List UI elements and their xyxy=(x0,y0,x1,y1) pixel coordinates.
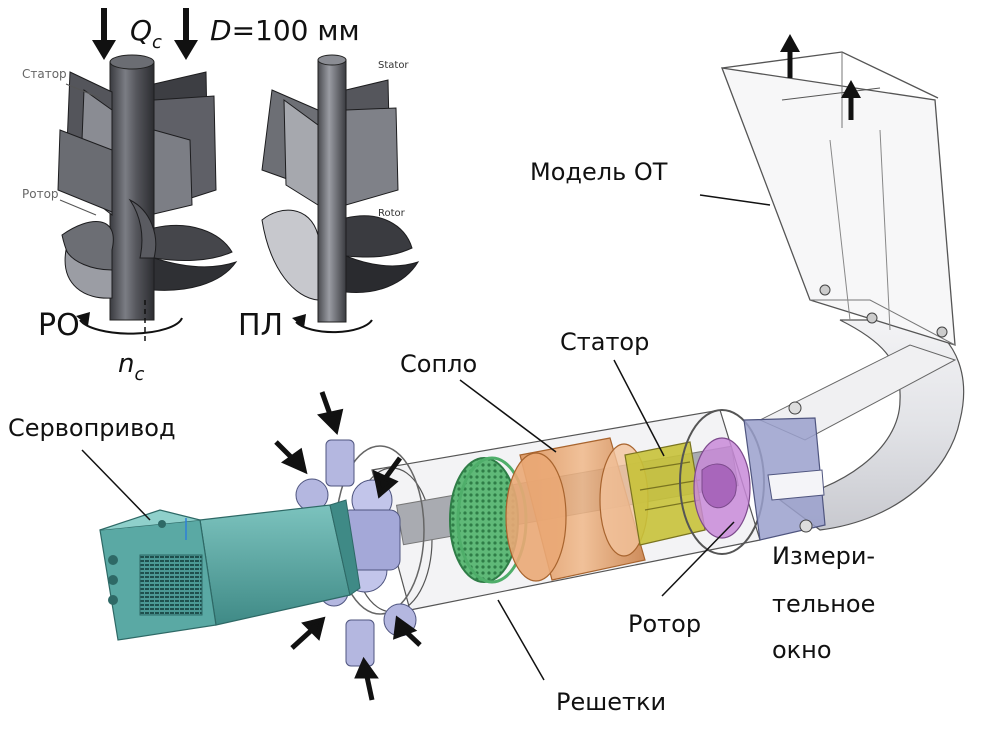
ro-stator-leader xyxy=(65,83,101,99)
speed-symbol: nc xyxy=(118,349,144,385)
model-ot-leader xyxy=(699,194,771,206)
diameter-label: D=100 мм xyxy=(210,14,360,47)
measuring-window xyxy=(679,401,826,555)
rotor-leader xyxy=(661,521,735,597)
inlet-arrows xyxy=(274,391,422,701)
grids-leader xyxy=(497,599,545,681)
measuring-window-label-line2: тельное xyxy=(772,590,875,618)
ro-rotor-label: Ротор xyxy=(22,187,59,201)
measuring-window-label-line3: окно xyxy=(772,636,832,664)
nozzle-label: Сопло xyxy=(400,350,477,378)
flow-arrows-top xyxy=(92,8,198,60)
ro-rotor-leader xyxy=(59,199,97,216)
rotor-component xyxy=(693,437,751,539)
stator-leader xyxy=(613,359,665,457)
grids-label: Решетки xyxy=(556,688,666,716)
model-ot-label: Модель ОТ xyxy=(530,158,668,186)
pl-rotor-label: Rotor xyxy=(378,208,406,219)
pl-stator-label: Stator xyxy=(378,60,409,71)
servo-leader xyxy=(81,449,151,521)
nozzle xyxy=(505,437,649,582)
ro-label: РО xyxy=(38,308,80,343)
ro-stator-label: Статор xyxy=(22,67,67,81)
pl-rotation-arrowhead-icon xyxy=(292,314,306,328)
rotor-label: Ротор xyxy=(628,610,701,638)
measuring-window-label-line1: Измери- xyxy=(772,542,875,570)
servo-label: Сервопривод xyxy=(8,414,176,442)
stator-component xyxy=(624,441,706,546)
pl-model-illustration xyxy=(261,54,420,323)
stator-label: Статор xyxy=(560,328,649,356)
nozzle-leader xyxy=(459,379,557,453)
model-ot xyxy=(720,34,965,531)
ro-rotation-arc xyxy=(79,317,183,335)
ro-model-illustration xyxy=(57,54,238,321)
pl-label: ПЛ xyxy=(238,308,283,343)
flow-rate-symbol: Qc xyxy=(130,14,162,53)
ro-rotation-arrowhead-icon xyxy=(76,312,90,326)
